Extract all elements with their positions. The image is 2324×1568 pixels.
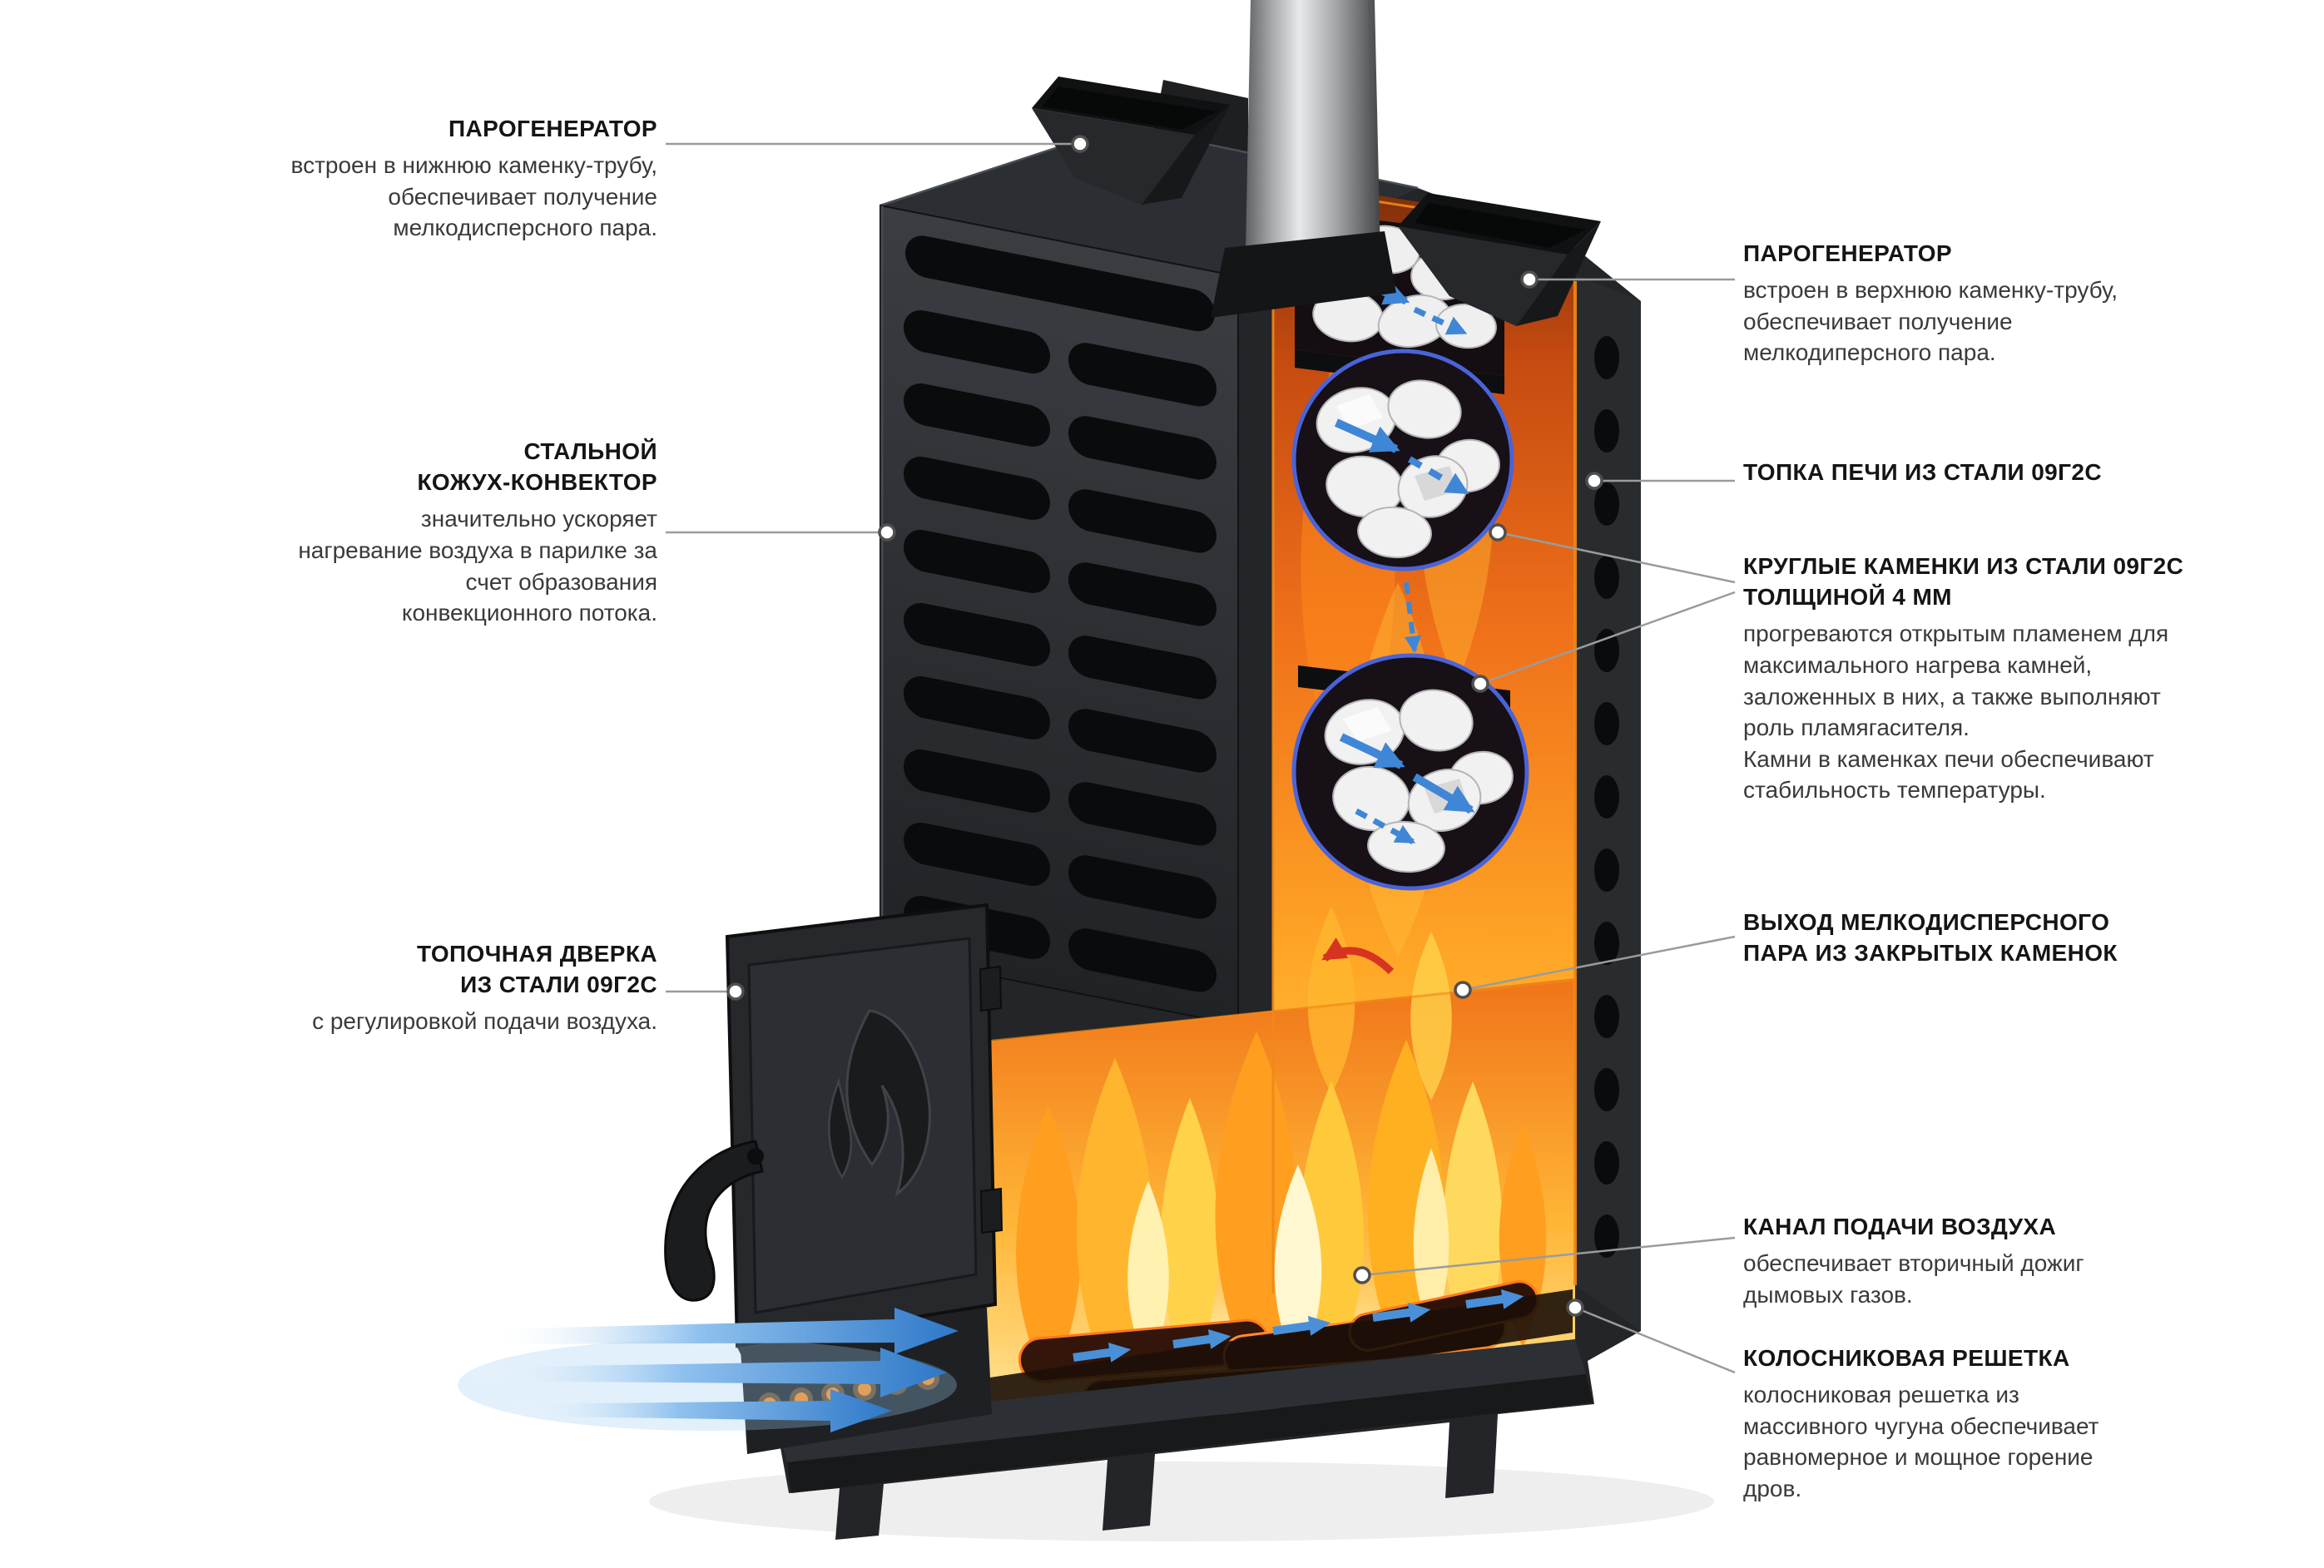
leader-dot [1520,270,1539,289]
door-hinge [979,965,1003,1012]
annotation-steel-convector: СТАЛЬНОЙ КОЖУХ-КОНВЕКТОР значительно уск… [25,436,657,629]
leader-dot [878,523,896,542]
leader-dot [1071,135,1089,153]
convector-panel [880,204,1239,1026]
annotation-steam-outlet: ВЫХОД МЕЛКОДИСПЕРСНОГО ПАРА ИЗ ЗАКРЫТЫХ … [1743,907,2309,974]
annotation-firebox-steel: ТОПКА ПЕЧИ ИЗ СТАЛИ 09Г2С [1743,457,2309,493]
annotation-body: прогреваются открытым пламенем для макси… [1743,621,2169,804]
leader-dot [1454,981,1472,999]
annotation-air-channel: КАНАЛ ПОДАЧИ ВОЗДУХА обеспечивает вторич… [1743,1211,2309,1310]
air-intake-arrows [458,1308,959,1432]
water-funnel-right [1398,193,1601,326]
leader-dot [1489,523,1507,542]
leader-dot [1585,472,1603,490]
lower-stone-kamenka [1291,653,1529,891]
annotation-body: обеспечивает вторичный дожиг дымовых газ… [1743,1250,2084,1308]
annotation-title: КАНАЛ ПОДАЧИ ВОЗДУХА [1743,1214,2057,1239]
annotation-title: ТОПКА ПЕЧИ ИЗ СТАЛИ 09Г2С [1743,459,2103,485]
right-side-panel [1573,275,1641,1331]
fire-door [664,903,1003,1454]
annotation-title: КРУГЛЫЕ КАМЕНКИ ИЗ СТАЛИ 09Г2С ТОЛЩИНОЙ … [1743,553,2184,611]
stove-base [776,1339,1593,1493]
annotation-grate: КОЛОСНИКОВАЯ РЕШЕТКА колосниковая решетк… [1743,1343,2309,1504]
water-funnel-left [1032,77,1230,205]
annotation-title: ПАРОГЕНЕРАТОР [448,116,657,141]
annotation-body: колосниковая решетка из массивного чугун… [1743,1382,2099,1501]
annotation-steam-generator-upper: ПАРОГЕНЕРАТОР встроен в верхнюю каменку-… [1743,238,2309,369]
door-handle [664,1140,764,1302]
leader-lines [666,142,1736,1374]
leader-dot [1566,1298,1584,1317]
leader-dot [1471,675,1489,693]
chimney-collar [1211,231,1396,318]
annotation-title: СТАЛЬНОЙ КОЖУХ-КОНВЕКТОР [417,438,657,496]
door-hinge [979,1187,1003,1234]
annotation-title: ПАРОГЕНЕРАТОР [1743,240,1952,266]
annotation-body: встроен в нижнюю каменку-трубу, обеспечи… [290,152,657,241]
leader-dot [726,982,745,1001]
upper-stone-kamenka [1291,349,1514,571]
annotation-body: встроен в верхнюю каменку-трубу, обеспеч… [1743,277,2118,366]
annotation-body: значительно ускоряет нагревание воздуха … [298,506,657,626]
annotation-title: ТОПОЧНАЯ ДВЕРКА ИЗ СТАЛИ 09Г2С [417,941,657,998]
annotation-title: ВЫХОД МЕЛКОДИСПЕРСНОГО ПАРА ИЗ ЗАКРЫТЫХ … [1743,909,2118,967]
annotation-round-kamenki: КРУГЛЫЕ КАМЕНКИ ИЗ СТАЛИ 09Г2С ТОЛЩИНОЙ … [1743,551,2309,806]
annotation-fire-door: ТОПОЧНАЯ ДВЕРКА ИЗ СТАЛИ 09Г2С с регулир… [25,938,657,1037]
annotation-title: КОЛОСНИКОВАЯ РЕШЕТКА [1743,1345,2070,1371]
door-flame-emblem [845,1009,931,1197]
steam-exit-arrow [1321,937,1395,975]
annotation-steam-generator-lower: ПАРОГЕНЕРАТОР встроен в нижнюю каменку-т… [25,113,657,244]
leader-dots [726,135,1603,1317]
leader-dot [1353,1266,1371,1284]
annotation-body: с регулировкой подачи воздуха. [312,1008,657,1035]
